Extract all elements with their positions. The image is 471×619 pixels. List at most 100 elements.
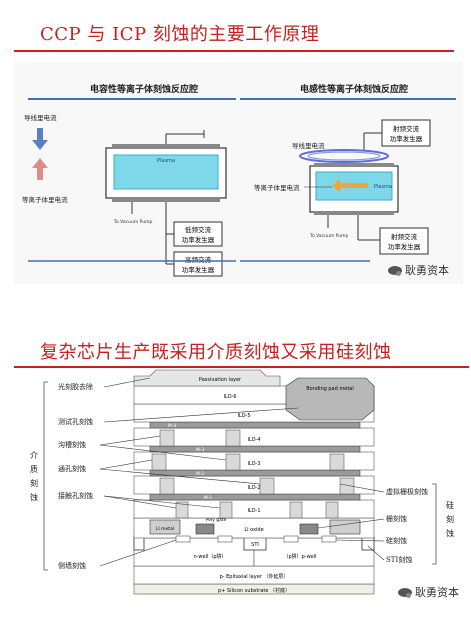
m3-layer <box>149 445 361 453</box>
via-7 <box>259 477 275 495</box>
label-spacer-etch: 侧墙刻蚀 <box>58 561 86 570</box>
left-label-pointers <box>99 377 299 567</box>
m3-label: M-3 <box>196 447 205 453</box>
p-well-label: （p阱）p-well <box>283 553 316 560</box>
epi-label: p- Epitaxial layer （外延层） <box>220 573 289 580</box>
right-label-pointers <box>317 483 385 561</box>
contact-1 <box>175 501 189 519</box>
left-group-char-2: 质 <box>30 464 38 474</box>
m1-layer <box>149 493 361 501</box>
icp-rf-top-line2: 功率发生器 <box>390 134 423 143</box>
icp-rf-bottom-generator: 射频交流 功率发生器 <box>379 227 429 255</box>
ccp-wire-current-label: 导线里电流 <box>24 113 57 122</box>
bonding-pad <box>285 377 375 421</box>
wechat-icon <box>388 265 402 276</box>
label-contact-etch: 接触孔刻蚀 <box>58 491 93 500</box>
sti-label: STI <box>251 542 259 548</box>
left-group-char-1: 介 <box>30 451 38 460</box>
label-silicon-etch: 硅刻蚀 <box>386 536 407 545</box>
source-drain-1 <box>175 535 191 543</box>
via-4 <box>225 453 241 471</box>
right-group-char-3: 蚀 <box>446 528 454 538</box>
ccp-low-rf-generator: 低频交流 功率发生器 <box>173 221 223 247</box>
passivation-label: Passivation layer <box>199 377 242 383</box>
top-watermark: 耿勇资本 <box>388 262 449 278</box>
left-group-char-4: 蚀 <box>30 492 38 502</box>
via-5 <box>329 453 345 471</box>
source-drain-3 <box>283 535 299 543</box>
label-sti-etch: STI刻蚀 <box>386 555 412 564</box>
via-1 <box>159 429 175 447</box>
ild-3-label: ILD-3 <box>247 461 260 467</box>
icp-rf-bottom-line1: 射频交流 <box>391 232 418 241</box>
ccp-icp-figure-panel: 电容性等离子体刻蚀反应腔 导线里电流 等离子体里电流 Plasma To Vac… <box>14 62 463 284</box>
li-oxide-label: LI oxide <box>244 527 263 533</box>
li-metal-right <box>329 519 361 535</box>
top-section-title: CCP 与 ICP 刻蚀的主要工作原理 <box>40 24 320 45</box>
ccp-vacuum-label: To Vacuum Pump <box>113 219 153 225</box>
pointer-test-hole <box>103 407 299 423</box>
ccp-plasma-label: Plasma <box>157 158 175 164</box>
source-drain-4 <box>321 535 337 543</box>
ild-5-label: ILD-5 <box>237 413 250 419</box>
icp-plasma-current-label: 等离子体里电流 <box>254 183 300 192</box>
ccp-heading: 电容性等离子体刻蚀反应腔 <box>90 83 198 95</box>
left-group-label: 介 质 刻 蚀 <box>30 451 38 502</box>
ccp-icp-diagram: 电容性等离子体刻蚀反应腔 导线里电流 等离子体里电流 Plasma To Vac… <box>22 83 456 277</box>
m4-layer <box>149 421 361 429</box>
left-group-char-3: 刻 <box>30 478 38 488</box>
ild-4-label: ILD-4 <box>247 437 260 443</box>
pointer-dummy-gate <box>339 483 385 493</box>
p-well <box>253 537 375 567</box>
via-plugs <box>151 429 355 519</box>
ccp-high-rf-line1: 高频交流 <box>185 255 212 264</box>
ccp-blue-arrow-icon <box>32 128 48 150</box>
substrate-label: p+ Silicon substrate （衬底） <box>218 587 290 594</box>
left-group-bracket <box>43 381 48 571</box>
ccp-low-rf-line2: 功率发生器 <box>182 235 215 244</box>
ccp-low-rf-line1: 低频交流 <box>185 225 212 234</box>
ccp-red-arrow-icon <box>32 158 48 180</box>
m2-label: M-2 <box>196 471 205 477</box>
label-photoresist-strip: 光刻胶去除 <box>58 382 93 391</box>
icp-wire-current-label: 导线里电流 <box>292 141 325 150</box>
pointer-sti <box>367 545 385 561</box>
poly-gate-label: Poly gate <box>206 517 227 523</box>
n-well <box>133 537 255 567</box>
m2-layer <box>149 469 361 477</box>
passivation-layer <box>133 369 281 387</box>
source-drain-2 <box>217 535 233 543</box>
ild-6-label: ILD-6 <box>223 394 236 400</box>
pointer-trench-b <box>99 444 227 461</box>
right-group-label: 硅 刻 蚀 <box>446 500 454 538</box>
right-group-char-1: 硅 <box>446 500 454 510</box>
icp-rf-top-line1: 射频交流 <box>393 124 420 133</box>
bottom-title-rule <box>14 366 469 368</box>
via-8 <box>339 477 355 495</box>
left-label-group: 光刻胶去除 测试孔刻蚀 沟槽刻蚀 通孔刻蚀 接触孔刻蚀 侧墙刻蚀 <box>58 382 93 570</box>
pointer-gate <box>317 518 385 529</box>
ccp-high-rf-generator: 高频交流 功率发生器 <box>173 251 223 277</box>
label-gate-etch: 栅刻蚀 <box>386 514 407 523</box>
via-2 <box>225 429 241 447</box>
bottom-watermark: 耿勇资本 <box>398 584 459 600</box>
right-label-group: 虚拟栅极刻蚀 栅刻蚀 硅刻蚀 STI刻蚀 <box>386 487 428 564</box>
label-trench-etch: 沟槽刻蚀 <box>58 440 86 449</box>
poly-gate-right <box>299 523 319 535</box>
icp-plasma-label: Plasma <box>374 184 392 190</box>
poly-gate-left <box>195 523 215 535</box>
contact-3 <box>289 501 303 519</box>
label-test-hole-etch: 测试孔刻蚀 <box>58 417 93 426</box>
bottom-watermark-text: 耿勇资本 <box>415 586 459 599</box>
pointer-silicon <box>335 539 385 542</box>
pointer-via-b <box>99 468 261 485</box>
ccp-plasma-region <box>113 154 219 190</box>
contact-4 <box>325 501 339 519</box>
ccp-plasma-current-label: 等离子体里电流 <box>22 195 68 204</box>
right-group-bracket <box>432 483 437 565</box>
ild-2-label: ILD-2 <box>247 485 260 491</box>
icp-rf-top-generator: 射频交流 功率发生器 <box>381 119 431 147</box>
label-via-etch: 通孔刻蚀 <box>58 464 86 473</box>
icp-rf-bottom-line2: 功率发生器 <box>388 242 421 251</box>
